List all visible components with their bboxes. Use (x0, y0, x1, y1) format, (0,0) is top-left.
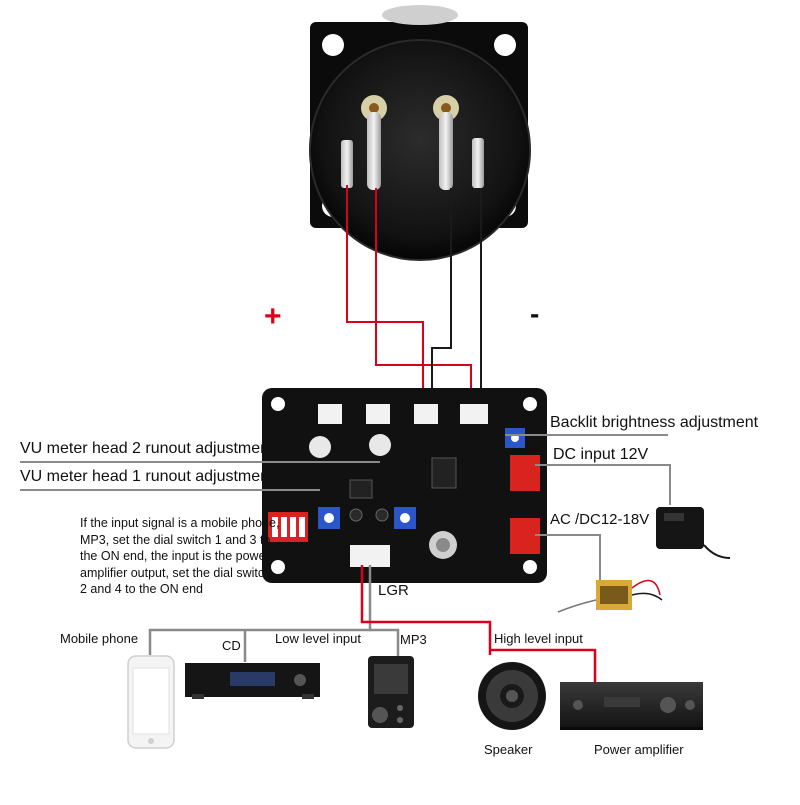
transformer (557, 579, 663, 613)
connector-vu1 (414, 404, 438, 424)
label-speaker: Speaker (484, 742, 533, 757)
label-lgr: LGR (378, 582, 409, 599)
cd-player-device (185, 663, 320, 699)
connector-vu2 (318, 404, 342, 424)
input-wiring (148, 565, 597, 682)
connector-12v-b (460, 404, 488, 424)
label-high-level-input: High level input (494, 631, 583, 646)
label-vu2-runout: VU meter head 2 runout adjustment (20, 440, 274, 457)
label-power-amplifier: Power amplifier (594, 742, 684, 757)
terminal-dc-input (510, 455, 540, 491)
meter-wires (346, 185, 482, 398)
label-low-level-input: Low level input (275, 631, 361, 646)
label-mp3: MP3 (400, 632, 427, 647)
connector-12v-a (366, 404, 390, 424)
plus-sign: + (264, 300, 282, 333)
vu-meter-head (309, 5, 531, 261)
dc-adapter (656, 507, 731, 559)
dip-switch-note: If the input signal is a mobile phone, M… (80, 516, 280, 596)
mobile-phone-device (127, 655, 175, 749)
label-dc-input: DC input 12V (553, 446, 649, 463)
label-mobile-phone: Mobile phone (60, 631, 139, 646)
driver-board (262, 388, 547, 583)
connector-lgr (350, 545, 390, 567)
power-amplifier-device (560, 682, 703, 730)
label-ac-dc: AC /DC12-18V (550, 511, 650, 528)
minus-sign: - (530, 298, 540, 329)
label-backlit-brightness: Backlit brightness adjustment (550, 414, 759, 431)
speaker-device (478, 662, 546, 730)
label-vu1-runout: VU meter head 1 runout adjustment (20, 468, 274, 485)
meter-terminal-minus (433, 95, 484, 190)
leader-lines (20, 434, 671, 590)
label-cd: CD (222, 638, 241, 653)
mp3-player-device (368, 656, 414, 728)
meter-terminal-plus (341, 95, 387, 190)
